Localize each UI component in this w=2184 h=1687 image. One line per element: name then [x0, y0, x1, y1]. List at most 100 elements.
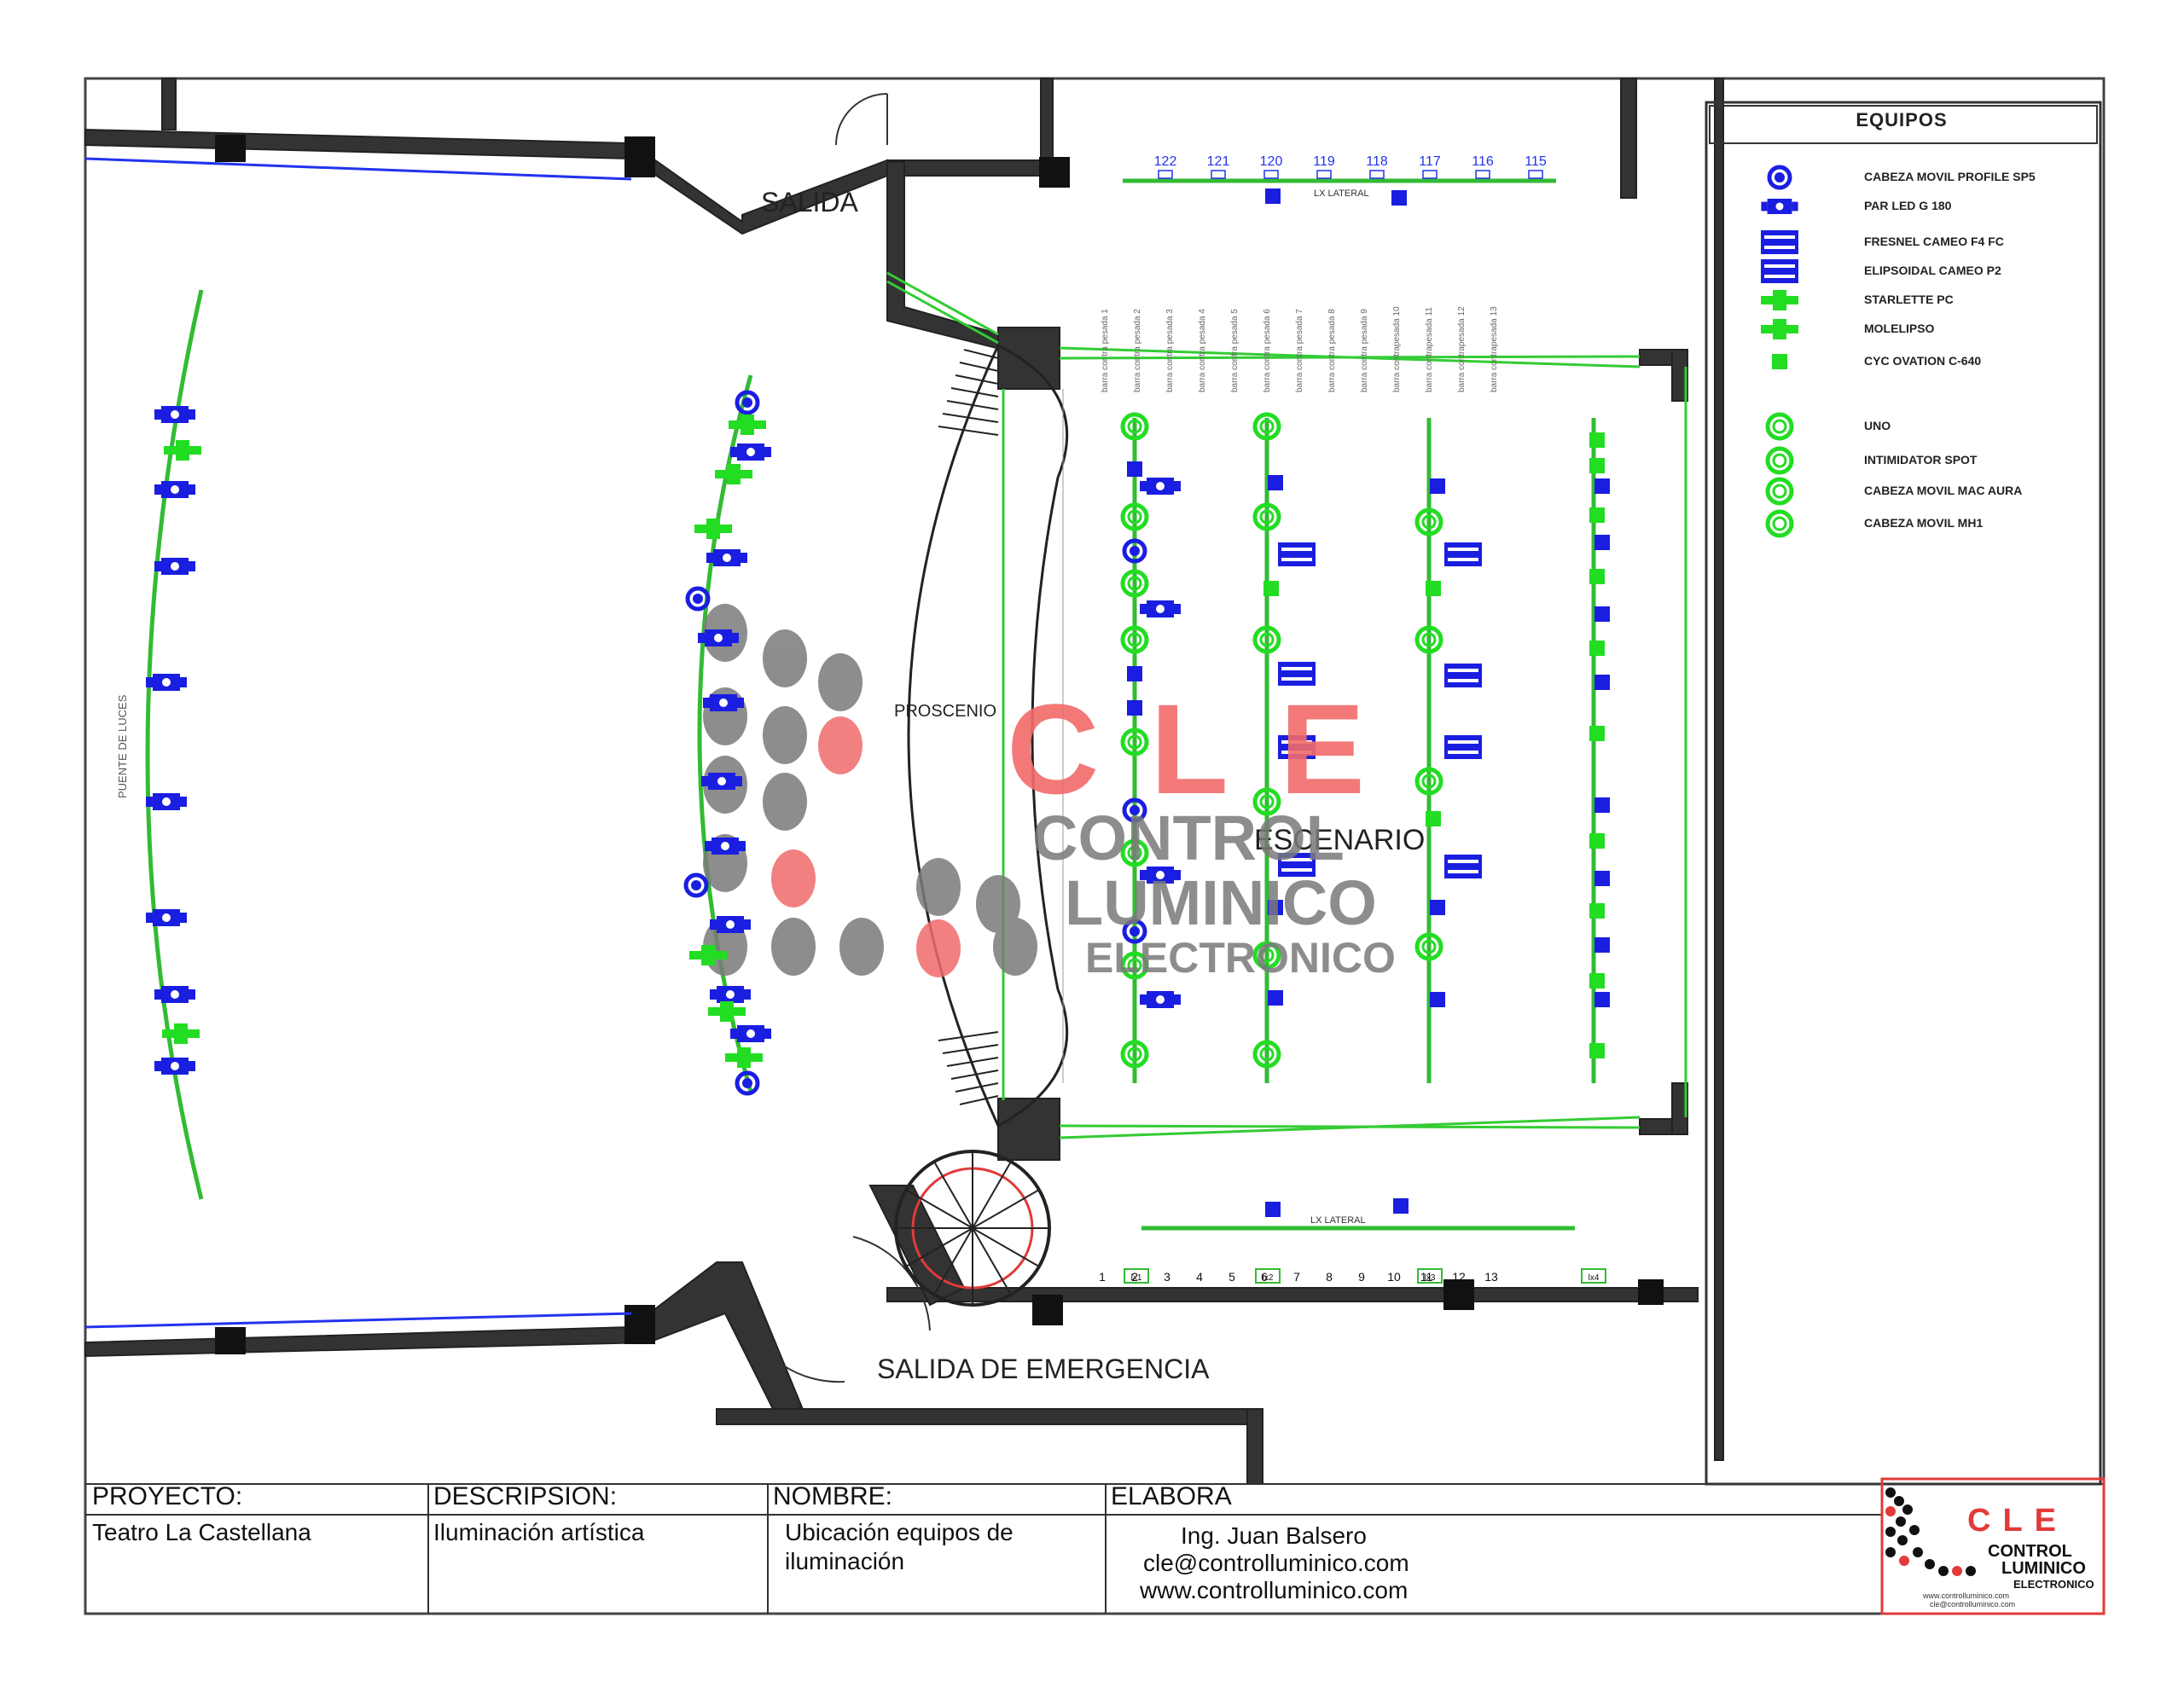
rod-box-label: lx4 [1589, 1273, 1600, 1283]
rod-number: 7 [1293, 1270, 1300, 1284]
legend-icons [1761, 165, 1798, 538]
rod-number: 11 [1420, 1270, 1433, 1284]
rod-label: barra contra pesada 1 [1101, 309, 1110, 392]
watermark-line3: ELECTRONICO [1085, 934, 1396, 982]
starlette-icon [1761, 290, 1798, 310]
rod-box-label: lx3 [1425, 1273, 1436, 1283]
descripcion-label: DESCRIPSION: [433, 1482, 618, 1510]
uno-icon [1765, 412, 1794, 441]
rod-number: 1 [1099, 1270, 1106, 1284]
mh1-icon [1765, 509, 1794, 538]
watermark-brand: CLE [1007, 677, 1416, 820]
par-led-icon [1761, 199, 1798, 214]
rod-label: barra contra pesada 7 [1295, 309, 1304, 392]
mac-aura-icon [1765, 477, 1794, 506]
salida-label: SALIDA [761, 187, 858, 217]
cyc-icon [1772, 354, 1787, 369]
rod-label: barra contrapesada 12 [1457, 306, 1467, 392]
logo-brand: CLE [1967, 1503, 2068, 1539]
stairs-top [938, 349, 999, 436]
desembarque-label: Desembarque [1331, 1289, 1396, 1301]
circuit-number: 117 [1419, 154, 1441, 169]
circuit-number: 120 [1260, 154, 1283, 169]
rod-labels: barra contra pesada 1 barra contra pesada… [1101, 306, 1499, 392]
rod-label: barra contra pesada 4 [1198, 309, 1207, 392]
legend-item-label: FRESNEL CAMEO F4 FC [1864, 235, 2004, 248]
escenario-label: ESCENARIO [1254, 824, 1425, 856]
rod-box-label: lx1 [1131, 1273, 1142, 1283]
lx-lateral-top-label: LX LATERAL [1314, 188, 1369, 199]
logo-line3: ELECTRONICO [2013, 1578, 2094, 1591]
pillars [215, 135, 1664, 1354]
intimidator-icon [1765, 446, 1794, 475]
circuit-number: 121 [1207, 154, 1230, 169]
spiral-staircase [894, 1150, 1051, 1307]
legend-item-label: UNO [1864, 419, 1891, 432]
legend-item-label: CABEZA MOVIL MAC AURA [1864, 484, 2023, 497]
legend-item-label: INTIMIDATOR SPOT [1864, 453, 1978, 467]
building-walls [84, 78, 1724, 1485]
legend-item-label: STARLETTE PC [1864, 293, 1954, 306]
rod-label: barra contrapesada 13 [1490, 306, 1499, 392]
top-circuit-numbers: 122 121 120 119 118 117 116 115 [1154, 154, 1547, 179]
rod-number: 12 [1452, 1270, 1466, 1284]
rod-number: 9 [1358, 1270, 1365, 1284]
rod-number: 2 [1131, 1270, 1138, 1284]
legend-item-label: PAR LED G 180 [1864, 199, 1952, 212]
elabora-label: ELABORA [1111, 1482, 1232, 1510]
watermark-dots [703, 604, 1037, 977]
logo-email: cle@controlluminico.com [1930, 1600, 2016, 1609]
rod-number: 13 [1484, 1270, 1498, 1284]
legend-item-label: CABEZA MOVIL PROFILE SP5 [1864, 170, 2036, 183]
legend-item-label: ELIPSOIDAL CAMEO P2 [1864, 264, 2001, 277]
legend-item-label: CYC OVATION C-640 [1864, 354, 1982, 368]
stage-outline [886, 271, 1687, 1139]
rod-label: barra contrapesada 10 [1392, 306, 1402, 392]
lx-lateral-bottom-label: LX LATERAL [1310, 1215, 1366, 1226]
rod-number: 3 [1164, 1270, 1170, 1284]
legend-title: EQUIPOS [1856, 109, 1948, 130]
circuit-number: 115 [1525, 154, 1547, 169]
fixtures [146, 188, 1610, 1217]
watermark-line2: LUMINICO [1065, 867, 1377, 938]
proyecto-value: Teatro La Castellana [92, 1519, 311, 1545]
watermark-line1: CONTROL [1032, 803, 1345, 873]
stairs-bottom [938, 1031, 999, 1105]
rod-number: 8 [1326, 1270, 1333, 1284]
rod-label: barra contra pesada 3 [1165, 309, 1175, 392]
logo-web: www.controlluminico.com [1923, 1591, 2010, 1600]
rod-box-label: lx2 [1263, 1273, 1274, 1283]
proyecto-label: PROYECTO: [92, 1482, 243, 1510]
rod-label: barra contra pesada 6 [1263, 309, 1272, 392]
title-block-grid [85, 1477, 2106, 1615]
circuit-number: 116 [1472, 154, 1494, 169]
puente-luces-label: PUENTE DE LUCES [116, 694, 129, 798]
rod-number: 5 [1228, 1270, 1235, 1284]
descripcion-value: Iluminación artística [433, 1519, 645, 1545]
circuit-number: 118 [1366, 154, 1388, 169]
logo-dots [1885, 1487, 1976, 1576]
rod-label: barra contra pesada 5 [1230, 309, 1240, 392]
moving-head-profile-icon [1767, 165, 1792, 190]
rod-number: 4 [1196, 1270, 1203, 1284]
circuit-number: 119 [1313, 154, 1335, 169]
legend-item-label: CABEZA MOVIL MH1 [1864, 516, 1984, 530]
proscenio-label: PROSCENIO [894, 702, 996, 721]
logo-line2: LUMINICO [2001, 1559, 2086, 1578]
nombre-label: NOMBRE: [773, 1482, 893, 1510]
rod-number: 10 [1387, 1270, 1401, 1284]
proscenium [907, 344, 1069, 1128]
legend-panel [1705, 101, 2102, 1486]
elabora-name: Ing. Juan Balsero [1181, 1522, 1367, 1549]
circuit-number: 122 [1154, 154, 1177, 169]
salida-emergencia-label: SALIDA DE EMERGENCIA [877, 1354, 1210, 1384]
legend-item-label: MOLELIPSO [1864, 322, 1935, 335]
rod-label: barra contra pesada 9 [1360, 309, 1369, 392]
drawing-frame [84, 77, 2106, 1615]
rod-number: 6 [1261, 1270, 1268, 1284]
ellipsoidal-icon [1761, 259, 1798, 283]
elabora-web: www.controlluminico.com [1140, 1577, 1409, 1603]
rod-label: barra contrapesada 11 [1425, 307, 1434, 392]
